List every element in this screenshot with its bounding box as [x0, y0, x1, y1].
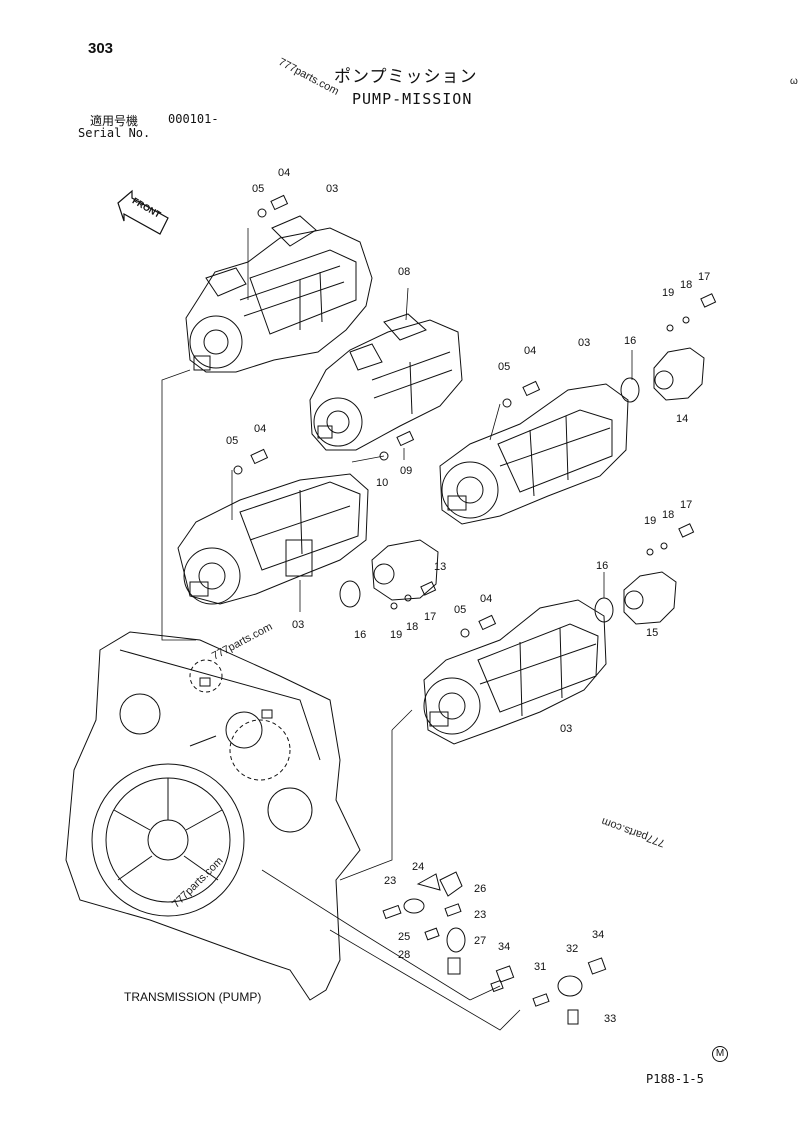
gear-pump — [371, 539, 439, 601]
page-title-japanese: ポンプミッション — [334, 67, 478, 86]
callout-03: 03 — [292, 619, 304, 631]
callout-09: 09 — [400, 465, 412, 477]
serial-number-value: 000101- — [168, 112, 219, 126]
fitting-set — [382, 871, 607, 1025]
edge-mark: ω — [790, 76, 798, 87]
callout-34: 34 — [498, 941, 510, 953]
callout-08: 08 — [398, 266, 410, 278]
callout-18: 18 — [662, 509, 674, 521]
page-number: 303 — [88, 40, 114, 57]
callout-05: 05 — [252, 183, 264, 195]
main-pump-assembly — [185, 215, 373, 373]
gear-pump — [623, 571, 677, 625]
callout-23: 23 — [474, 909, 486, 921]
callout-17: 17 — [680, 499, 692, 511]
callout-labels: 05 04 03 08 10 09 05 04 03 16 14 19 18 1… — [226, 167, 710, 1025]
callout-10: 10 — [376, 477, 388, 489]
callout-05: 05 — [226, 435, 238, 447]
callout-16: 16 — [624, 335, 636, 347]
callout-18: 18 — [680, 279, 692, 291]
callout-26: 26 — [474, 883, 486, 895]
callout-04: 04 — [480, 593, 492, 605]
callout-24: 24 — [412, 861, 424, 873]
callout-23: 23 — [384, 875, 396, 887]
gear-pump — [653, 347, 705, 401]
callout-05: 05 — [498, 361, 510, 373]
callout-33: 33 — [604, 1013, 616, 1025]
serial-label: Serial No. — [78, 126, 151, 140]
callout-19: 19 — [390, 629, 402, 641]
main-pump-assembly — [423, 599, 607, 745]
callout-15: 15 — [646, 627, 658, 639]
callout-16: 16 — [354, 629, 366, 641]
callout-18: 18 — [406, 621, 418, 633]
callout-19: 19 — [644, 515, 656, 527]
callout-05: 05 — [454, 604, 466, 616]
callout-34: 34 — [592, 929, 604, 941]
main-pump-assembly — [439, 383, 629, 525]
callout-32: 32 — [566, 943, 578, 955]
o-ring — [620, 377, 640, 403]
serial-label-japanese: 適用号機 — [90, 114, 139, 128]
callout-14: 14 — [676, 413, 688, 425]
o-ring — [339, 580, 361, 608]
callout-27: 27 — [474, 935, 486, 947]
callout-04: 04 — [524, 345, 536, 357]
callout-25: 25 — [398, 931, 410, 943]
callout-28: 28 — [398, 949, 410, 961]
callout-04: 04 — [278, 167, 290, 179]
transmission-label: TRANSMISSION (PUMP) — [124, 990, 262, 1004]
bolt-set — [233, 194, 717, 638]
callout-31: 31 — [534, 961, 546, 973]
callout-04: 04 — [254, 423, 266, 435]
callout-13: 13 — [434, 561, 446, 573]
page-title: PUMP-MISSION — [352, 90, 473, 108]
main-pump-assembly — [177, 473, 369, 605]
callout-17: 17 — [698, 271, 710, 283]
callout-19: 19 — [662, 287, 674, 299]
leader-lines — [161, 228, 633, 1031]
front-label: FRONT — [131, 196, 163, 220]
transmission-housing — [65, 631, 361, 1001]
callout-03: 03 — [326, 183, 338, 195]
callout-03: 03 — [560, 723, 572, 735]
front-arrow-icon: FRONT — [117, 189, 169, 235]
callout-16: 16 — [596, 560, 608, 572]
page-code: P188-1-5 — [646, 1072, 704, 1086]
main-pump-assembly — [309, 313, 463, 451]
revision-mark: M — [712, 1046, 728, 1062]
callout-17: 17 — [424, 611, 436, 623]
callout-03: 03 — [578, 337, 590, 349]
